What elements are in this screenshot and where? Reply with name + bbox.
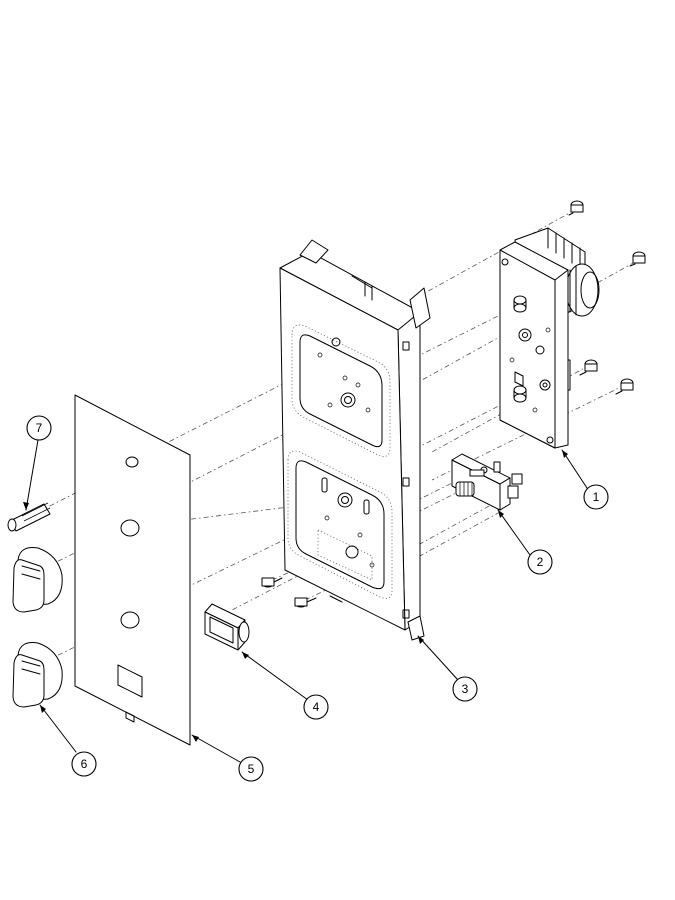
callout-2: 2 <box>527 549 553 575</box>
callout-1: 1 <box>583 484 609 510</box>
callout-5-label: 5 <box>248 762 255 776</box>
callout-6: 6 <box>71 751 97 777</box>
switch-assembly <box>451 453 523 511</box>
control-panel-plate <box>74 394 191 746</box>
callout-4: 4 <box>303 694 329 720</box>
timer-screw-3 <box>579 359 598 376</box>
mounting-bracket <box>279 239 431 641</box>
indicator-light <box>204 603 250 651</box>
bracket-screw-2 <box>294 597 317 608</box>
callout-3: 3 <box>452 676 478 702</box>
callout-7: 7 <box>26 415 52 441</box>
timer-screw-4 <box>615 378 634 395</box>
shaft-rod <box>7 502 51 532</box>
callout-3-label: 3 <box>462 682 469 696</box>
callout-6-label: 6 <box>81 757 88 771</box>
timer-screw-2 <box>629 251 646 267</box>
callout-5: 5 <box>238 756 264 782</box>
callout-4-label: 4 <box>313 700 320 714</box>
knob-lower <box>12 642 63 708</box>
knob-upper <box>12 547 63 613</box>
callout-1-label: 1 <box>593 490 600 504</box>
leader-lines <box>23 439 588 763</box>
timer-assembly <box>499 227 600 449</box>
callout-7-label: 7 <box>36 421 43 435</box>
callout-2-label: 2 <box>537 555 544 569</box>
bracket-screw-1 <box>261 577 283 588</box>
timer-screw-1 <box>568 200 584 216</box>
